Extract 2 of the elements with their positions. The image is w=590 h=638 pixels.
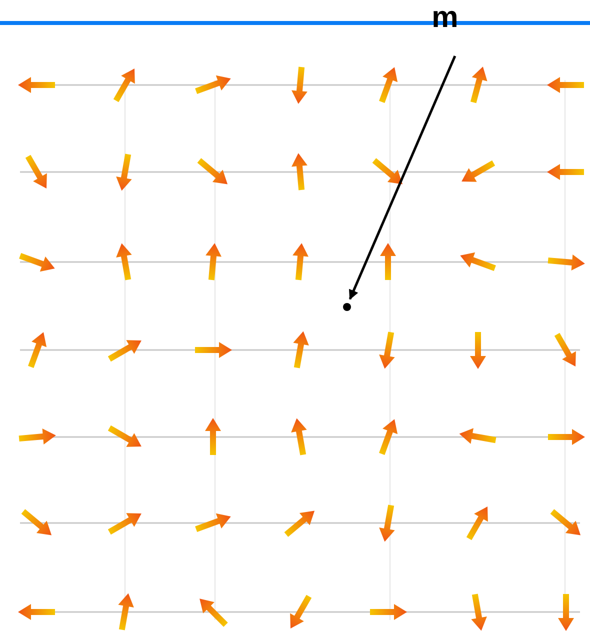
point-dot (343, 303, 351, 311)
leader-line (348, 56, 456, 300)
